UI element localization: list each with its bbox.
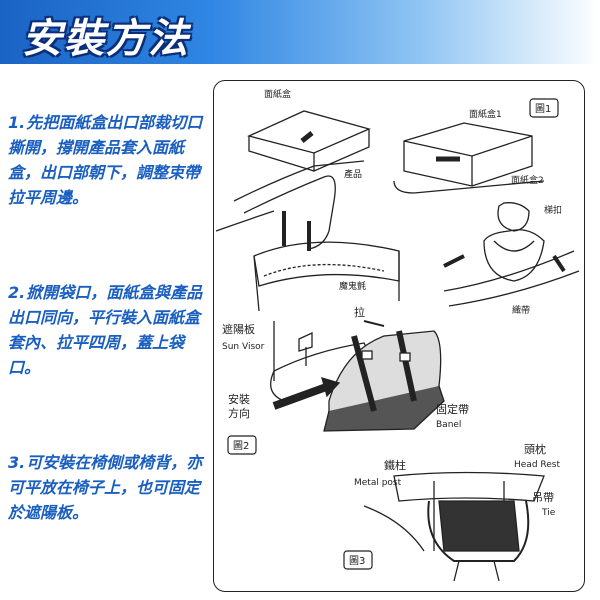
step-2-text: 掀開袋口，面紙盒與產品出口同向，平行裝入面紙盒套內、拉平四周，蓋上袋口。 — [8, 283, 203, 377]
fig2-label-sun-visor-en: Sun Visor — [222, 342, 265, 352]
fig2-label-sun-visor-zh: 遮陽板 — [222, 322, 255, 336]
fig1-label-product: 產品 — [344, 168, 362, 180]
fig3-label-post-en: Metal post — [354, 478, 402, 488]
diagram-frame: 面紙盒 產品 面紙盒1 面紙盒2 梯扣 魔鬼氈 織帶 圖1 — [213, 80, 585, 592]
fig2-label-pull: 拉 — [354, 305, 365, 319]
fig3-label-headrest-en: Head Rest — [514, 460, 560, 470]
step-1-number: 1. — [8, 113, 26, 132]
figure-1 — [215, 110, 580, 381]
fig2-label-strap-en: Banel — [436, 420, 461, 430]
fig3-label-tie-en: Tie — [541, 508, 556, 518]
fig3-badge-text: 圖3 — [349, 555, 365, 567]
figure-3 — [363, 471, 545, 582]
fig1-label-tissue-box: 面紙盒 — [264, 88, 291, 100]
header-band — [0, 0, 600, 64]
step-1-text: 先把面紙盒出口部裁切口撕開，撐開產品套入面紙盒，出口部朝下，調整束帶拉平周邊。 — [8, 113, 203, 207]
fig3-label-tie-zh: 吊帶 — [532, 491, 554, 504]
fig1-label-strap: 織帶 — [512, 304, 530, 316]
figure-2 — [270, 320, 445, 432]
step-2: 2.掀開袋口，面紙盒與產品出口同向，平行裝入面紙盒套內、拉平四周，蓋上袋口。 — [8, 280, 213, 380]
fig3-label-post-zh: 鐵柱 — [384, 458, 406, 472]
step-3-text: 可安裝在椅側或椅背，亦可平放在椅子上，也可固定於遮陽板。 — [8, 453, 203, 522]
fig2-badge: 圖2 — [227, 435, 257, 455]
fig2-badge-text: 圖2 — [233, 440, 249, 452]
fig2-label-direction-1: 安裝 — [228, 392, 250, 406]
fig3-badge: 圖3 — [343, 550, 373, 570]
step-2-number: 2. — [8, 283, 26, 302]
installation-diagram: 面紙盒 產品 面紙盒1 面紙盒2 梯扣 魔鬼氈 織帶 圖1 — [215, 88, 580, 582]
fig1-badge: 圖1 — [529, 98, 559, 118]
fig1-label-buckle: 梯扣 — [544, 204, 562, 216]
fig1-label-tissue-box-2: 面紙盒2 — [511, 174, 544, 186]
fig1-label-tissue-box-1: 面紙盒1 — [469, 108, 502, 120]
fig2-label-strap-zh: 固定帶 — [436, 402, 469, 416]
page-title: 安裝方法 — [22, 16, 190, 62]
fig1-label-velcro: 魔鬼氈 — [339, 280, 366, 292]
step-3-number: 3. — [8, 453, 26, 472]
step-3: 3.可安裝在椅側或椅背，亦可平放在椅子上，也可固定於遮陽板。 — [8, 450, 213, 525]
step-1: 1.先把面紙盒出口部裁切口撕開，撐開產品套入面紙盒，出口部朝下，調整束帶拉平周邊… — [8, 110, 213, 210]
fig1-badge-text: 圖1 — [535, 103, 551, 115]
fig2-label-direction-2: 方向 — [228, 406, 250, 420]
fig3-label-headrest-zh: 頭枕 — [524, 442, 546, 456]
